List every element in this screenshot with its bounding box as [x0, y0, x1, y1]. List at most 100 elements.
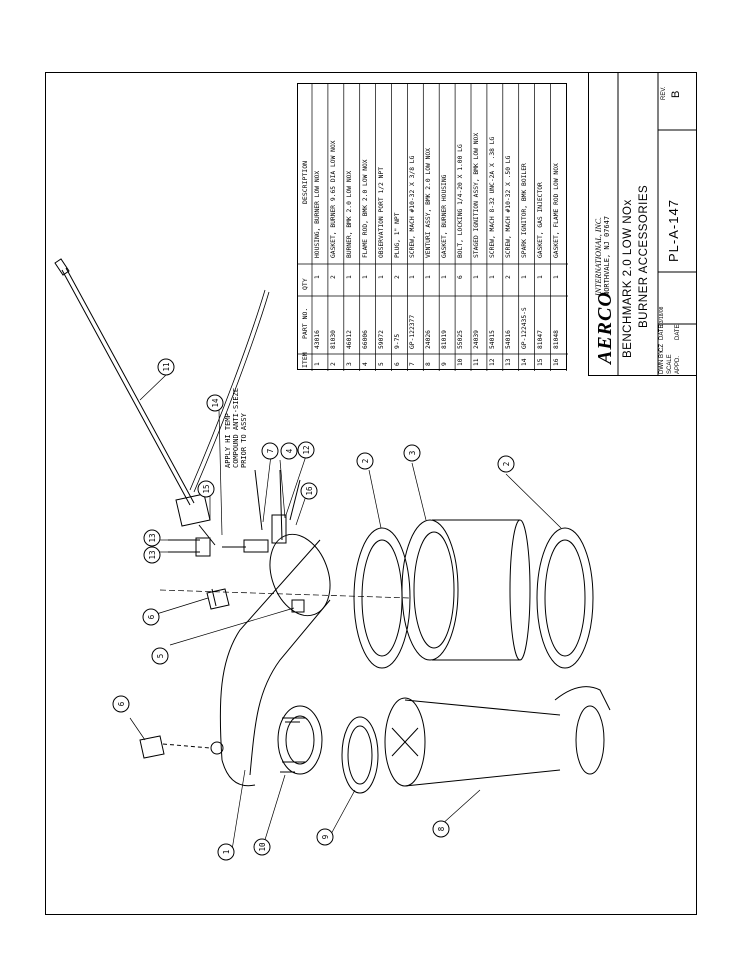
balloon-10: 10 — [258, 842, 267, 852]
balloon-1: 1 — [222, 850, 231, 855]
table-cell-qty: 6 — [457, 275, 465, 279]
drawn-by-value: CZ — [659, 344, 665, 352]
table-cell-part-no: 81047 — [536, 330, 544, 349]
company-address: NORTHVALE, NJ 07647 — [603, 215, 611, 296]
observation-port — [291, 599, 305, 613]
note-line-3: PRIOR TO ASSY — [240, 412, 248, 468]
table-cell-part-no: 54015 — [488, 330, 496, 349]
title-block: AERCO INTERNATIONAL, INC. NORTHVALE, NJ … — [588, 72, 697, 376]
company-logo: AERCO — [594, 291, 616, 364]
balloon-15: 15 — [202, 484, 211, 493]
venturi-assembly — [384, 686, 611, 787]
item-balloons — [112, 358, 515, 861]
table-cell-part-no: 59072 — [377, 330, 385, 349]
balloon-6b: 6 — [117, 701, 126, 706]
balloon-16: 16 — [305, 486, 314, 496]
balloon-14: 14 — [211, 398, 220, 408]
table-cell-description: OBSERVATION PORT 1/2 NPT — [377, 167, 385, 258]
table-cell-description: HOUSING, BURNER LOW NOX — [314, 170, 321, 258]
gasket-housing — [341, 716, 379, 794]
balloon-2b: 2 — [502, 462, 511, 467]
staged-ignition-assembly — [54, 258, 270, 546]
table-cell-part-no: GP-122377 — [409, 314, 417, 349]
table-cell-description: BURNER, BMK 2.0 LOW NOX — [345, 170, 353, 258]
table-cell-description: GASKET, BURNER 9.65 DIA LOW NOX — [329, 140, 337, 258]
scale-label: SCALE — [667, 354, 673, 374]
burner-housing — [210, 533, 331, 787]
table-cell-qty: 1 — [536, 275, 544, 279]
gasket-lower — [536, 527, 594, 669]
table-cell-description: SCREW, MACH 8-32 UNC-2A X .38 LG — [488, 136, 496, 258]
table-cell-qty: 1 — [520, 275, 528, 279]
balloon-8: 8 — [437, 826, 446, 831]
table-cell-description: BOLT, LOCKING 1/4-20 X 1.00 LG — [457, 144, 465, 258]
table-cell-description: SPARK IGNITOR, BMK BOILER — [520, 163, 528, 258]
revision-value: B — [670, 90, 682, 98]
table-cell-description: GASKET, FLAME ROD LOW NOX — [552, 163, 560, 258]
table-cell-qty: 2 — [504, 275, 512, 279]
table-cell-item: 10 — [457, 358, 465, 366]
plug-lower — [139, 735, 211, 759]
balloon-4: 4 — [285, 448, 294, 453]
table-cell-description: SCREW, MACH #10-32 X .50 LG — [504, 155, 512, 258]
table-cell-description: SCREW, MACH #10-32 X 3/8 LG — [409, 155, 417, 258]
table-cell-qty: 1 — [473, 275, 480, 279]
approved-date-label: DATE — [675, 324, 681, 340]
table-cell-description: PLUG, 1" NPT — [393, 212, 401, 259]
table-cell-qty: 1 — [314, 275, 321, 279]
table-cell-item: 6 — [393, 362, 401, 366]
plug-upper — [206, 588, 230, 610]
drawing-number: PL-A-147 — [666, 199, 681, 262]
table-cell-qty: 1 — [488, 275, 496, 279]
date-value: 03/18/08 — [659, 306, 665, 326]
revision-label: REV. — [661, 86, 667, 100]
table-cell-item: 4 — [361, 362, 369, 366]
gasket-upper — [353, 527, 411, 669]
balloon-13b: 13 — [148, 550, 157, 559]
table-cell-qty: 1 — [425, 275, 433, 279]
balloon-13a: 13 — [148, 533, 157, 542]
table-cell-part-no: 24039 — [473, 330, 480, 349]
table-cell-description: VENTURI ASSY, BMK 2.0 LOW NOX — [425, 148, 433, 258]
approved-label: APPD. — [675, 355, 681, 374]
parts-table-grid — [311, 84, 567, 371]
table-cell-item: 11 — [473, 358, 480, 366]
ignitor-hardware — [168, 469, 301, 557]
locking-bolts — [280, 721, 300, 773]
table-cell-qty: 1 — [345, 275, 353, 279]
table-cell-item: 13 — [504, 358, 512, 366]
table-cell-item: 2 — [329, 362, 337, 366]
assembly-note: APPLY HI TEMP COMPOUND ANTI-SIEZE PRIOR … — [224, 388, 248, 468]
table-cell-part-no: 54016 — [504, 330, 512, 349]
balloon-5: 5 — [156, 654, 165, 659]
table-cell-item: 8 — [425, 362, 433, 366]
balloon-2a: 2 — [361, 459, 370, 464]
drawing-sheet-border — [45, 72, 697, 915]
table-cell-part-no: 55025 — [457, 330, 465, 349]
table-cell-part-no: 46012 — [345, 330, 353, 349]
table-cell-part-no: 81048 — [552, 330, 560, 349]
date-label: DATE — [659, 324, 665, 340]
table-cell-qty: 1 — [552, 275, 560, 279]
table-cell-description: FLAME ROD, BMK 2.0 LOW NOX — [361, 159, 369, 258]
balloon-3: 3 — [408, 451, 417, 456]
table-cell-qty: 1 — [361, 275, 369, 279]
table-cell-description: GASKET, GAS INJECTOR — [536, 182, 544, 258]
table-cell-qty: 1 — [377, 275, 385, 279]
table-cell-qty: 2 — [329, 275, 337, 279]
table-cell-part-no: 9-75 — [393, 333, 401, 349]
balloon-12: 12 — [302, 445, 311, 454]
balloon-7: 7 — [266, 449, 275, 454]
table-cell-item: 1 — [314, 362, 321, 366]
table-cell-item: 15 — [536, 358, 544, 366]
table-cell-qty: 1 — [409, 275, 417, 279]
balloon-11: 11 — [162, 362, 171, 371]
table-cell-item: 14 — [520, 358, 528, 366]
table-cell-part-no: 81019 — [441, 330, 449, 349]
note-line-1: APPLY HI TEMP — [224, 413, 232, 468]
table-cell-part-no: 24026 — [425, 330, 433, 349]
balloon-numbers: 1 2 3 2 4 5 6 6 7 8 9 10 11 12 13 13 14 … — [117, 362, 511, 854]
table-cell-part-no: GP-122435-S — [520, 307, 528, 349]
